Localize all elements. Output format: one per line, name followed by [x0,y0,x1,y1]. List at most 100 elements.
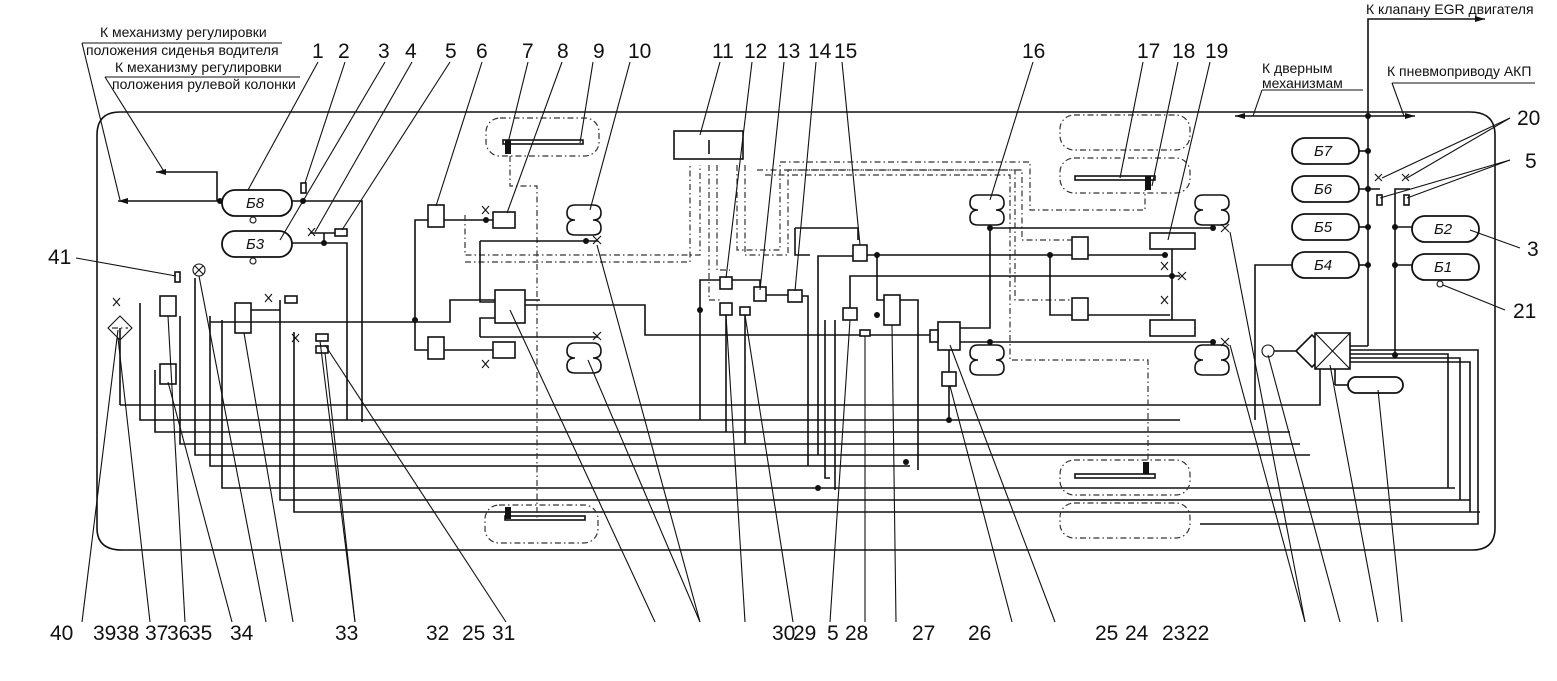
sensor-5 [859,329,871,337]
callout-label: 33 [335,622,358,645]
callout-label: 24 [1125,622,1149,645]
tank-b2: Б2 [1411,215,1480,243]
vehicle-outline [96,111,1496,551]
callout-label: 37 [145,622,168,645]
svg-text:Б5: Б5 [1314,219,1333,236]
tank-b1: Б1 [1411,253,1480,288]
solenoid-valve-right-b [1071,297,1089,321]
component-41 [174,271,181,283]
callout-label: 12 [744,40,767,63]
callout-label: 32 [426,622,449,645]
wheel-front-left [485,117,600,157]
callout-label: 1 [312,40,324,63]
tank-b6: Б6 [1291,175,1360,203]
air-spring-25a [566,342,602,374]
callout-label: 41 [48,246,71,269]
svg-text:Б2: Б2 [1434,221,1453,238]
svg-text:Б4: Б4 [1314,257,1332,274]
callout-label: 10 [628,40,651,63]
callout-label: 3 [378,40,390,63]
valve-14 [787,289,803,303]
callout-label: 11 [712,40,734,63]
caption-seat-line2: положения сиденья водителя [86,42,279,58]
callout-label: 26 [968,622,991,645]
callout-label: 5 [445,40,457,63]
callout-label: 34 [230,622,254,645]
callout-label: 39 [93,622,116,645]
tank-b7: Б7 [1291,137,1360,165]
caption-doors-line1: К дверным [1262,60,1333,76]
callout-label: 5 [1525,150,1537,173]
pressure-switch-27 [941,371,957,387]
tank-b3: Б3 [221,230,293,265]
spring-brake-chamber-19 [1149,232,1196,250]
caption-egr: К клапану EGR двигателя [1366,1,1534,116]
wheel-rear-right [1059,459,1191,496]
callout-label: 2 [338,40,350,63]
callout-label: 21 [1513,300,1536,323]
tank-b8: Б8 [221,189,293,224]
svg-text:Б6: Б6 [1314,181,1333,198]
callout-label: 5 [827,622,839,645]
air-spring-right-bottom [1194,344,1230,376]
callout-label: 15 [834,40,857,63]
wheel-front-right-outer [1059,114,1191,151]
valve-39 [159,295,177,317]
callout-label: 31 [492,622,515,645]
callout-label: 6 [476,40,488,63]
callout-label: 25 [462,622,485,645]
callout-label: 9 [593,40,605,63]
callout-label: 40 [50,622,73,645]
valve-30 [739,306,751,316]
level-valve-32 [494,289,526,324]
solenoid-valve-6 [427,204,445,228]
callout-label: 4 [405,40,417,63]
svg-text:Б7: Б7 [1314,143,1333,160]
air-spring-10 [566,204,602,236]
air-spring-26b [969,344,1005,376]
bottom-callout-labels: 40 39 38 37 36 35 34 33 32 25 31 30 29 5… [50,622,1209,645]
tank-b4: Б4 [1291,251,1360,279]
caption-akp: К пневмоприводу АКП [1387,63,1535,117]
callout-label: 3 [1527,238,1539,261]
brake-chamber-8 [492,211,516,229]
callout-label: 25 [1095,622,1118,645]
caption-egr-text: К клапану EGR двигателя [1366,1,1534,17]
spring-brake-chamber-19b [1149,319,1196,337]
callout-label: 8 [557,40,569,63]
svg-text:Б3: Б3 [246,236,265,253]
solenoid-valve-6b [427,336,445,360]
leader-lines [75,61,1521,311]
callout-label: 30 [772,622,795,645]
top-callout-labels: 1 2 3 4 5 6 7 8 9 10 11 12 13 14 15 16 1… [312,40,1228,63]
callout-label: 28 [845,622,868,645]
caption-doors-line2: механизмам [1262,75,1343,91]
callout-label: 22 [1186,622,1209,645]
valve-12 [719,276,733,290]
filter-40 [107,315,133,341]
wheel-rear-right-outer [1059,502,1191,539]
callout-label: 23 [1162,622,1185,645]
callout-label: 13 [777,40,800,63]
valve-38 [159,363,177,385]
wheel-rear-left [484,504,599,544]
tank-b5: Б5 [1291,213,1360,241]
caption-column: К механизму регулировки положения рулево… [104,59,300,174]
callout-label: 17 [1137,40,1160,63]
callout-label: 36 [167,622,190,645]
valve-35 [234,302,252,334]
caption-doors: К дверным механизмам [1252,60,1363,117]
brake-mechanism-9 [502,139,584,145]
caption-akp-text: К пневмоприводу АКП [1387,63,1531,79]
caption-seat: К механизму регулировки положения сидень… [81,24,282,201]
wheel-front-right [1059,157,1191,194]
air-spring-16 [969,194,1005,226]
callout-label: 29 [793,622,816,645]
valve-28 [883,294,901,326]
callout-label: 27 [912,622,935,645]
callout-label: 16 [1022,40,1045,63]
valve-31 [719,302,733,316]
air-spring-right-top [1194,194,1230,226]
callout-label: 35 [189,622,212,645]
